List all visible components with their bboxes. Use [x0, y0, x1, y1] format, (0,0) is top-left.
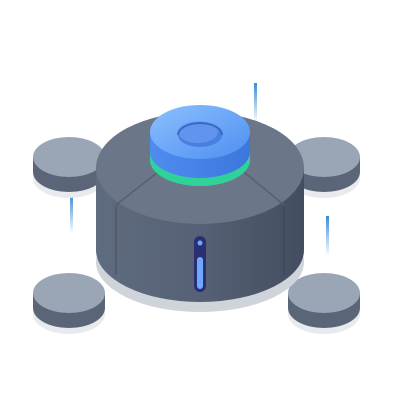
signal-line-icon [254, 83, 257, 123]
status-led-icon [194, 236, 206, 292]
satellite-node-icon [33, 137, 105, 198]
satellite-node-icon [288, 273, 360, 334]
signal-line-icon [326, 216, 329, 256]
database-ring-icon [150, 105, 250, 186]
satellite-node-icon [33, 273, 105, 334]
satellite-node-icon [288, 137, 360, 198]
signal-line-icon [70, 194, 73, 234]
